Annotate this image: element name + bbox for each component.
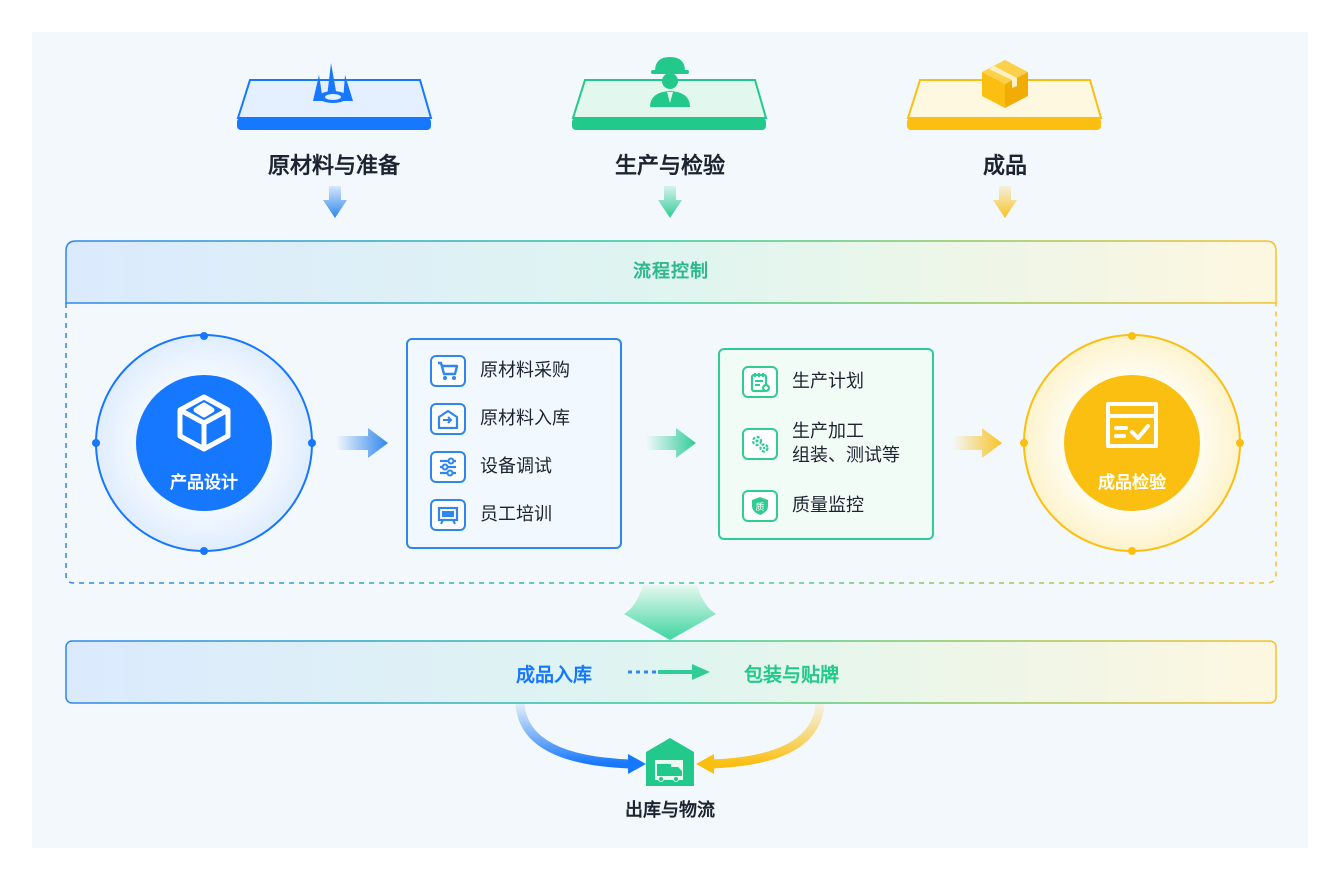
curve-arrow-yellow-head <box>696 754 714 774</box>
gears-icon <box>742 428 778 460</box>
down-arrow-green <box>658 186 682 218</box>
curve-arrow-yellow <box>711 703 825 769</box>
raw-material-icon <box>313 63 353 103</box>
prod-item-label: 质量监控 <box>792 495 864 516</box>
prod-item-processing: 生产加工 组装、测试等 <box>742 420 900 468</box>
product-box-icon <box>982 60 1028 108</box>
down-arrow-blue <box>323 186 347 218</box>
prep-item-training: 员工培训 <box>430 499 552 531</box>
flow-bar-connector <box>628 664 710 680</box>
prod-item-label: 生产计划 <box>792 371 864 392</box>
inspection-circle <box>1020 332 1244 555</box>
design-label: 产品设计 <box>170 473 238 493</box>
prod-item-label: 生产加工 <box>792 421 864 442</box>
shopping-cart-icon <box>430 355 466 387</box>
flow-arrow-3 <box>952 428 1002 458</box>
flow-arrow-1 <box>336 428 388 458</box>
flow-left-label: 成品入库 <box>516 664 593 686</box>
prep-item-label: 原材料入库 <box>480 408 570 429</box>
big-down-arrow <box>624 585 716 640</box>
warehouse-truck-icon <box>646 738 694 786</box>
prod-item-text: 生产加工 组装、测试等 <box>792 420 900 468</box>
flow-arrow-2 <box>646 428 696 458</box>
prep-item-label: 员工培训 <box>480 504 552 525</box>
stage-label-raw: 原材料与准备 <box>267 154 400 179</box>
down-arrow-yellow <box>993 186 1017 218</box>
production-list: 生产计划 生产加工 组装、测试等 质 质量监控 <box>718 348 934 540</box>
stage-label-product: 成品 <box>982 154 1027 179</box>
prod-item-quality: 质 质量监控 <box>742 490 864 522</box>
inspection-box-icon <box>1106 402 1158 448</box>
curve-arrow-blue-head <box>628 754 646 774</box>
cube-icon <box>177 394 231 452</box>
prep-item-purchase: 原材料采购 <box>430 355 570 387</box>
worker-helmet-icon <box>650 57 690 107</box>
process-control-title: 流程控制 <box>633 261 709 282</box>
curve-arrow-blue <box>515 703 631 769</box>
training-board-icon <box>430 499 466 531</box>
prod-item-sublabel: 组装、测试等 <box>792 445 900 466</box>
prep-item-debug: 设备调试 <box>430 451 552 483</box>
sliders-icon <box>430 451 466 483</box>
prep-item-label: 设备调试 <box>480 456 552 477</box>
prep-item-label: 原材料采购 <box>480 360 570 381</box>
shipping-label: 出库与物流 <box>625 800 715 821</box>
svg-text:质: 质 <box>755 501 764 513</box>
inspection-label: 成品检验 <box>1098 473 1166 493</box>
calendar-plan-icon <box>742 366 778 398</box>
prep-item-storage: 原材料入库 <box>430 403 570 435</box>
prep-list: 原材料采购 原材料入库 设备调试 员工培训 <box>406 338 622 549</box>
flow-right-label: 包装与贴牌 <box>744 664 840 686</box>
warehouse-in-icon <box>430 403 466 435</box>
process-control-container <box>65 240 1277 584</box>
stage-label-production: 生产与检验 <box>614 154 725 179</box>
prod-item-plan: 生产计划 <box>742 366 864 398</box>
quality-shield-icon: 质 <box>742 490 778 522</box>
